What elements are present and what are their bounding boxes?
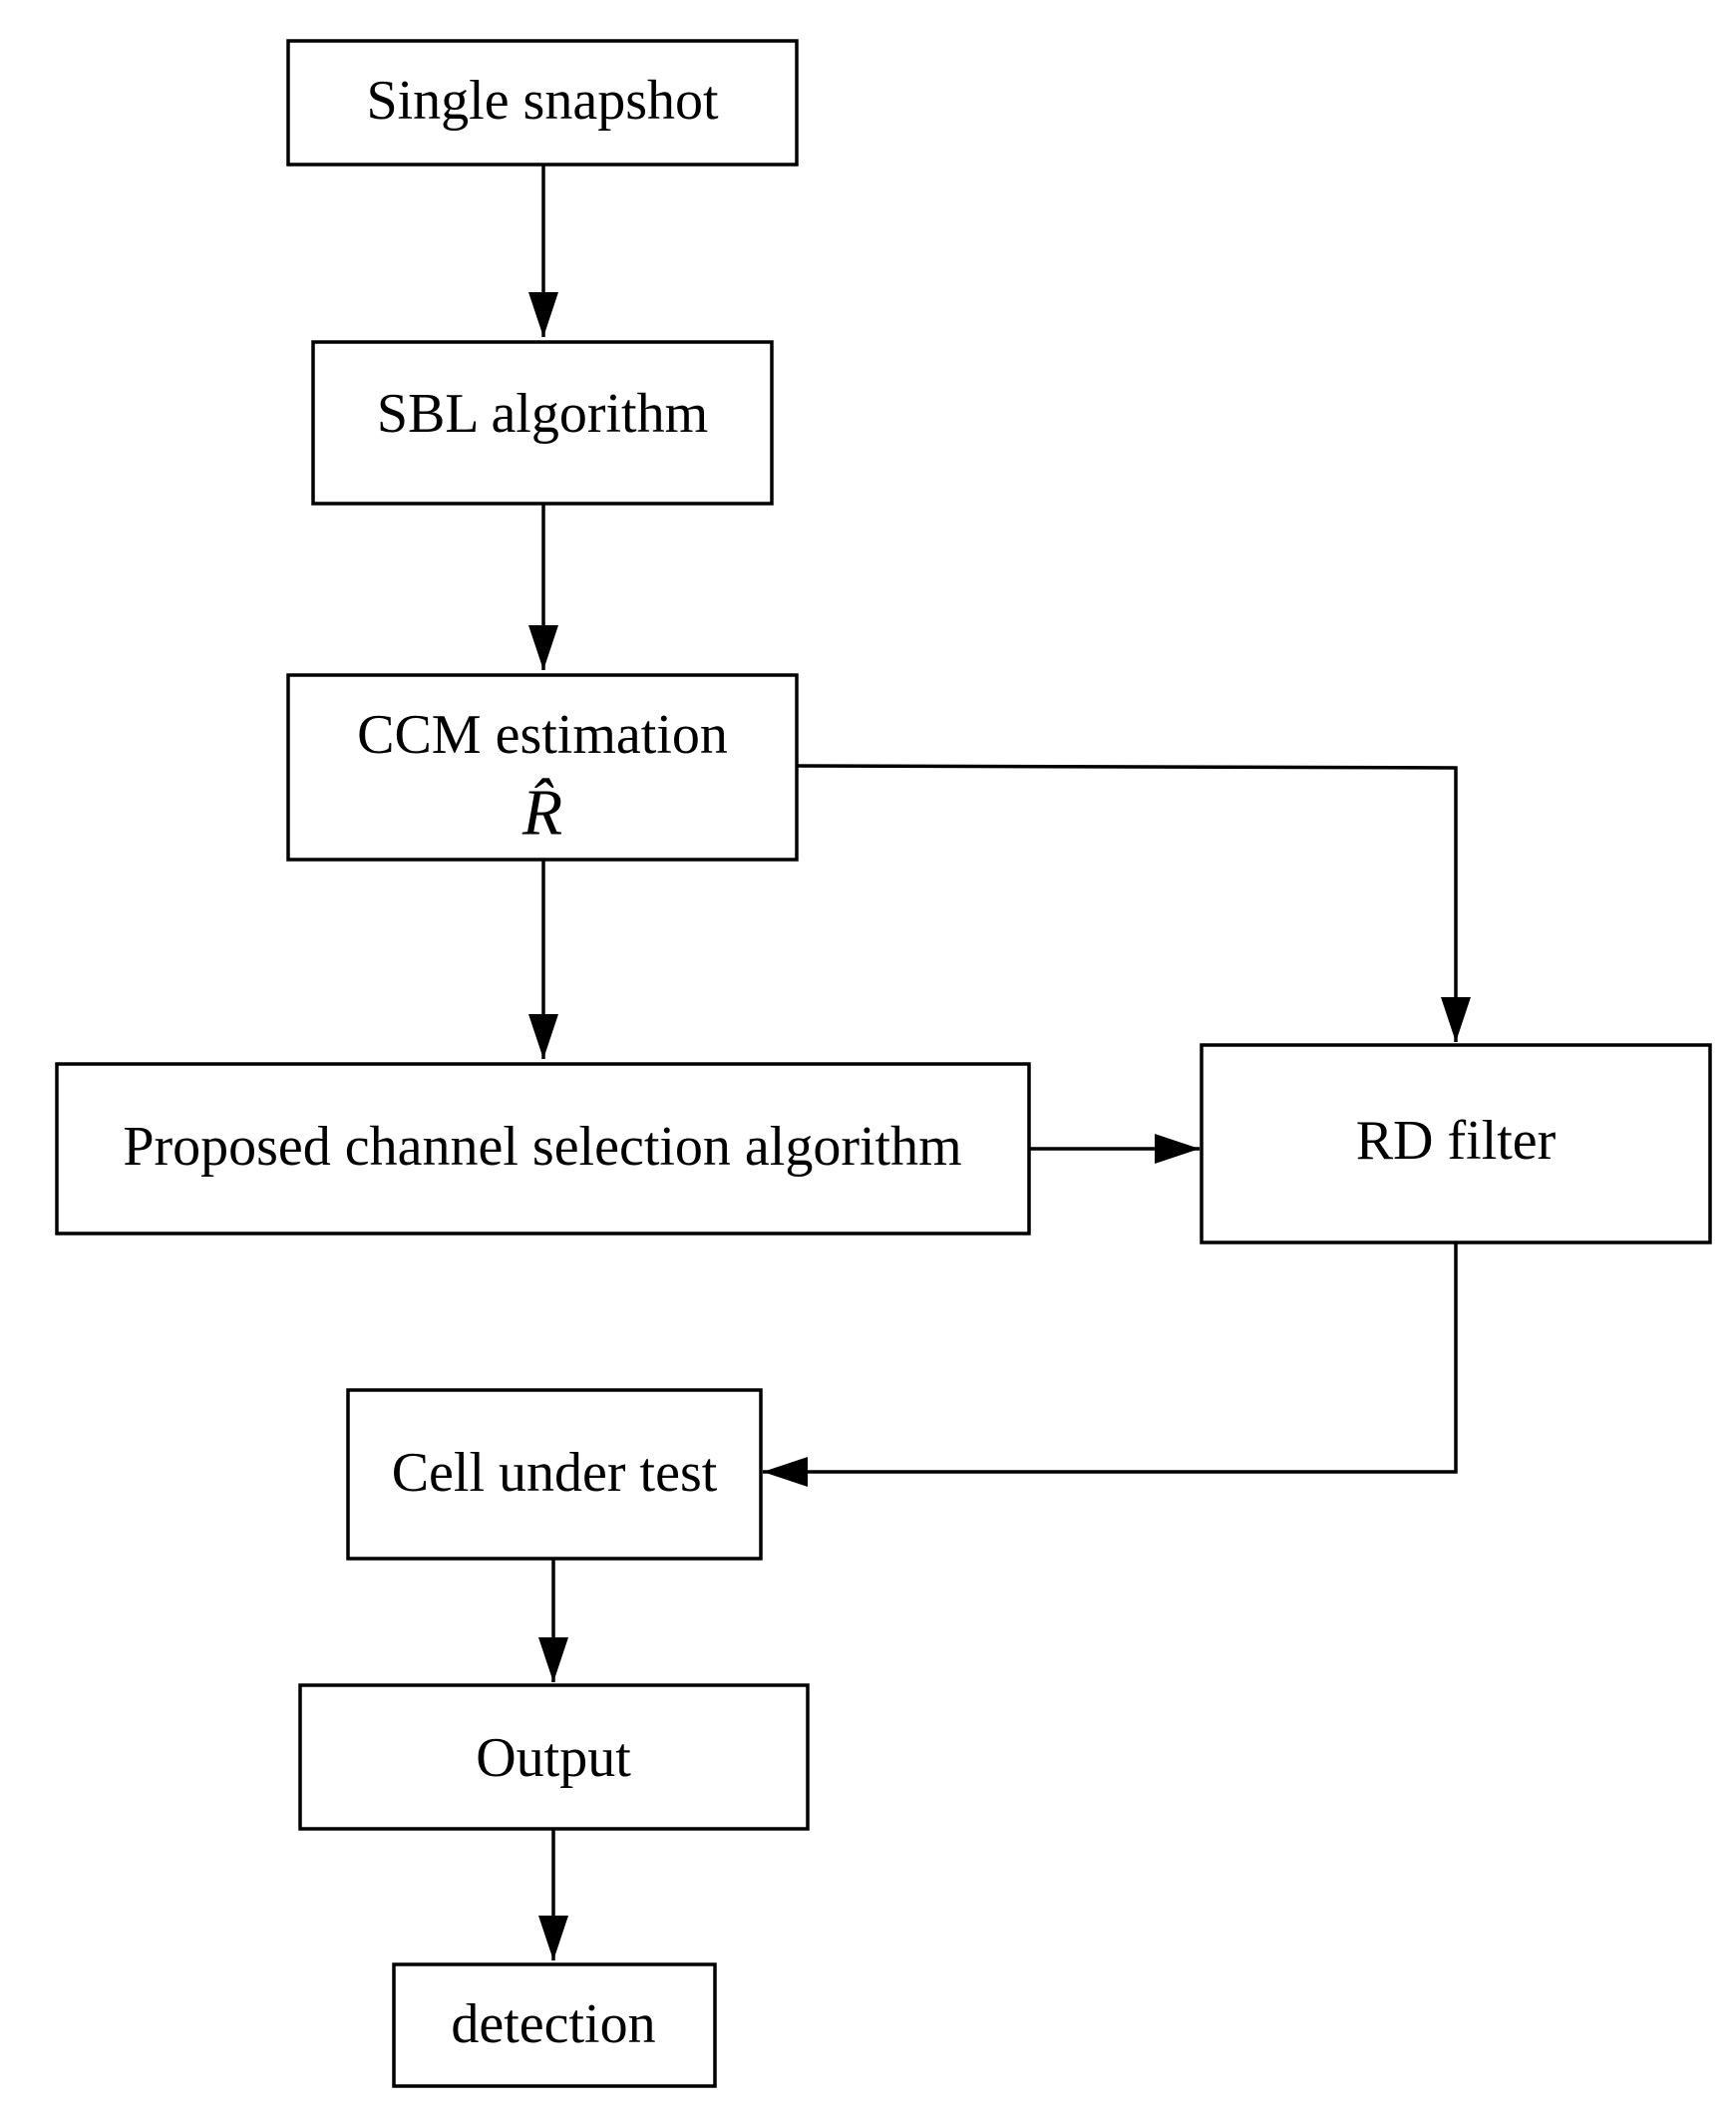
arrow-rd-filter-to-cell (763, 1242, 1458, 1474)
node-ccm-estimation-label: CCM estimation (357, 704, 728, 766)
node-detection-label: detection (451, 1993, 655, 2055)
node-rd-filter-label: RD filter (1356, 1110, 1557, 1172)
node-output: Output (298, 1683, 810, 1831)
node-single-snapshot-box (286, 39, 799, 167)
arrowhead-cell-to-output (538, 1637, 568, 1682)
node-sbl-algorithm: SBL algorithm (311, 340, 774, 506)
node-ccm-estimation: CCM estimation R̂ (286, 673, 799, 862)
node-rd-filter: RD filter (1200, 1043, 1712, 1244)
arrowhead-snapshot-to-sbl (528, 292, 558, 337)
node-proposed-channel-selection-label: Proposed channel selection algorithm (123, 1116, 961, 1178)
arrowhead-rd-filter-to-cell (763, 1457, 808, 1487)
node-single-snapshot: Single snapshot (286, 39, 799, 167)
arrowhead-proposed-to-rd-filter (1155, 1134, 1200, 1164)
node-cell-under-test-box (346, 1388, 763, 1561)
node-output-box (298, 1683, 810, 1831)
node-ccm-estimation-box (286, 673, 799, 862)
node-single-snapshot-label: Single snapshot (366, 70, 719, 132)
node-detection: detection (392, 1962, 717, 2088)
connectors (528, 165, 1471, 1960)
arrowhead-sbl-to-ccm (528, 625, 558, 670)
node-proposed-channel-selection: Proposed channel selection algorithm (55, 1062, 1031, 1236)
r-hat-symbol: R̂ (521, 777, 562, 850)
node-sbl-algorithm-box (311, 340, 774, 506)
arrow-ccm-to-rd-filter (797, 764, 1458, 1042)
node-detection-box (392, 1962, 717, 2088)
node-output-label: Output (476, 1727, 631, 1789)
arrowhead-ccm-to-proposed (528, 1014, 558, 1059)
arrowhead-ccm-to-rd-filter (1441, 997, 1471, 1042)
node-proposed-channel-selection-box (55, 1062, 1031, 1236)
node-sbl-algorithm-label: SBL algorithm (377, 383, 708, 445)
node-cell-under-test-label: Cell under test (392, 1442, 718, 1504)
node-rd-filter-box (1200, 1043, 1712, 1244)
arrowhead-output-to-detection (538, 1916, 568, 1960)
node-cell-under-test: Cell under test (346, 1388, 763, 1561)
